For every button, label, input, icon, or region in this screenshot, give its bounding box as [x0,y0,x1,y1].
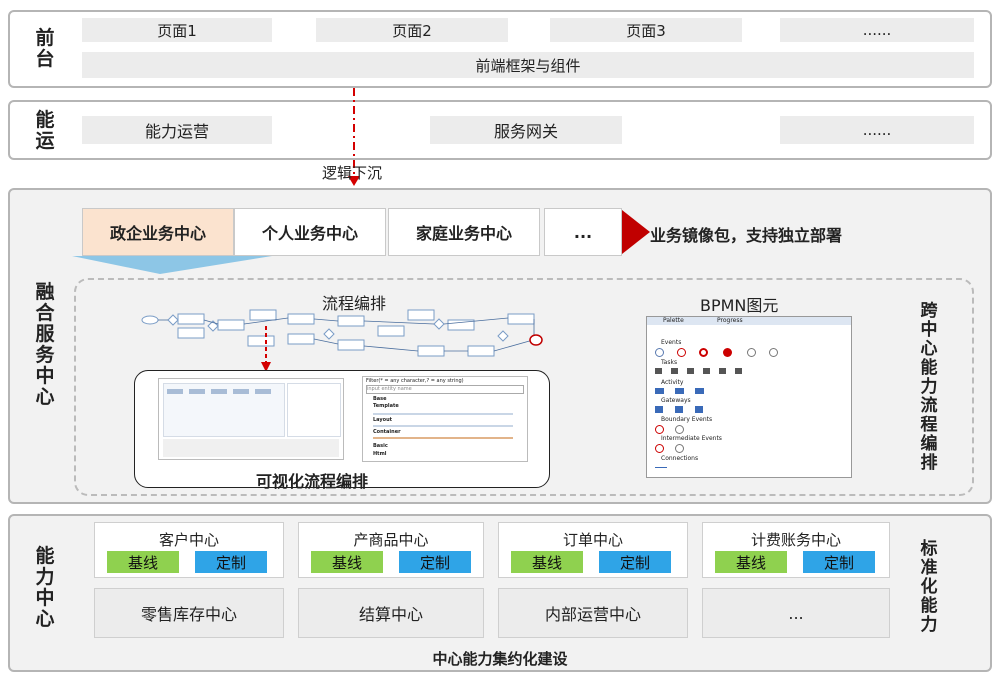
package-arrow-icon [622,210,650,254]
center-customer-name: 客户中心 [158,531,219,549]
filter-section-layout: Layout [373,417,393,423]
center-order-name: 订单中心 [562,531,623,549]
ops-capability-operation[interactable]: 能力运营 [82,116,272,144]
filter-section-html: Html [373,451,387,457]
bpmn-palette: Palette Progress Events Tasks Activity G… [646,316,852,478]
ops-service-gateway[interactable]: 服务网关 [430,116,622,144]
center-billing-name: 计费账务中心 [750,531,841,549]
center-product-base[interactable]: 基线 [311,551,383,573]
center-order-custom[interactable]: 定制 [599,551,671,573]
palette-events: Events [661,339,682,346]
capability-footer: 中心能力集约化建设 [432,650,568,668]
center-billing-custom[interactable]: 定制 [803,551,875,573]
center-billing[interactable]: 计费账务中心 基线 定制 [702,522,890,578]
center-billing-base[interactable]: 基线 [715,551,787,573]
center-more[interactable]: ... [702,588,890,638]
package-label: 业务镜像包，支持独立部署 [650,226,843,245]
front-page-2[interactable]: 页面2 [316,18,508,42]
bpmn-title: BPMN图元 [700,296,779,315]
component-filter-panel: Filter(* = any character,? = any string)… [362,376,528,462]
palette-tasks: Tasks [661,359,678,366]
ops-more[interactable]: ...... [780,116,974,144]
center-product-name: 产商品中心 [353,531,429,549]
entity-search-input[interactable]: input entity name [366,385,524,394]
palette-progress-tab[interactable]: Progress [717,317,743,324]
center-customer-custom[interactable]: 定制 [195,551,267,573]
center-order-base[interactable]: 基线 [511,551,583,573]
orchestration-area [74,278,974,496]
expand-triangle [72,256,272,274]
fusion-layer-label: 融合服务中心 [35,281,55,408]
center-settlement[interactable]: 结算中心 [298,588,484,638]
center-order[interactable]: 订单中心 基线 定制 [498,522,688,578]
capability-layer-label: 能力中心 [35,545,55,630]
palette-header[interactable]: Palette [663,317,684,324]
visual-editor-screenshot-1 [158,378,344,460]
palette-connections: Connections [661,455,699,462]
cross-center-label: 跨中心能力流程编排 [920,301,938,473]
visual-label: 可视化流程编排 [256,472,369,491]
tab-personal[interactable]: 个人业务中心 [234,208,386,256]
filter-section-template: Template [373,403,399,409]
front-page-more[interactable]: ...... [780,18,974,42]
center-product-custom[interactable]: 定制 [399,551,471,573]
front-page-3[interactable]: 页面3 [550,18,742,42]
palette-activity: Activity [661,379,684,386]
flow-title: 流程编排 [322,294,387,313]
palette-boundary-events: Boundary Events [661,416,713,423]
center-internal-operation[interactable]: 内部运营中心 [498,588,688,638]
palette-gateways: Gateways [661,397,691,404]
filter-text: Filter(* = any character,? = any string) [366,378,464,384]
logic-sink-arrow [348,88,360,186]
front-framework[interactable]: 前端框架与组件 [82,52,974,78]
tab-more[interactable]: ... [544,208,622,256]
center-customer-base[interactable]: 基线 [107,551,179,573]
center-product[interactable]: 产商品中心 基线 定制 [298,522,484,578]
tab-family[interactable]: 家庭业务中心 [388,208,540,256]
center-retail-inventory[interactable]: 零售库存中心 [94,588,284,638]
filter-section-basic: Basic [373,443,388,449]
logic-sink-label: 逻辑下沉 [322,164,383,182]
filter-section-container: Container [373,429,401,435]
flow-diagram [141,309,543,357]
flow-zoom-arrow [261,326,271,372]
center-customer[interactable]: 客户中心 基线 定制 [94,522,284,578]
front-layer-label: 前台 [35,27,55,70]
front-page-1[interactable]: 页面1 [82,18,272,42]
tab-government-enterprise[interactable]: 政企业务中心 [82,208,234,256]
standard-capability-label: 标准化能力 [920,539,938,635]
filter-section-base: Base [373,396,387,402]
palette-intermediate-events: Intermediate Events [661,435,722,442]
ops-layer-label: 能运 [35,109,55,152]
